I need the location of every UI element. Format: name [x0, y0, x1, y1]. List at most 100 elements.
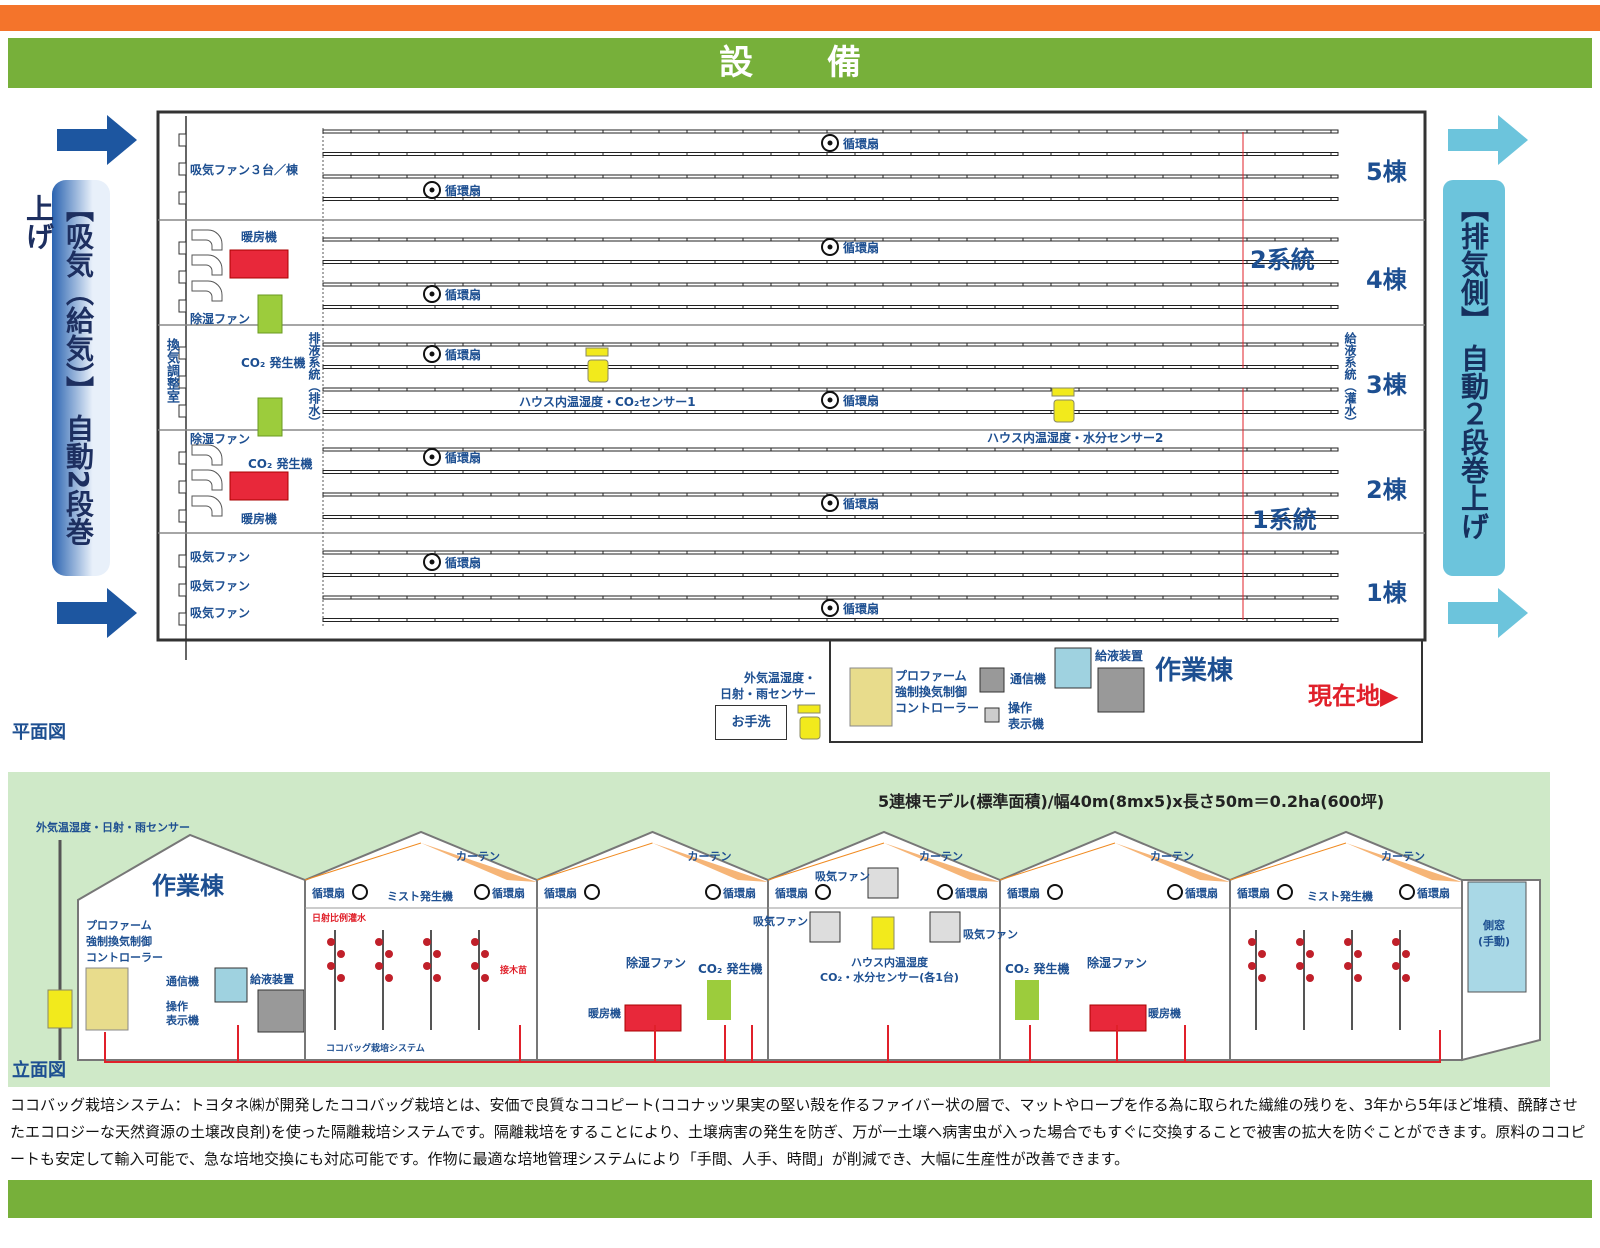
controller-icon: [85, 967, 129, 1031]
circulation-fan-icon: [937, 884, 953, 900]
tomato-icon: [481, 950, 489, 958]
bed: [322, 260, 1339, 264]
circulation-fan-icon: [827, 397, 833, 403]
tomato-icon: [375, 938, 383, 946]
drain-system-label: 排液系統（排水）: [307, 332, 321, 428]
circulation-fan-icon: [827, 140, 833, 146]
heater-icon: [1089, 1004, 1147, 1032]
controller-label: プロファーム 強制換気制御 コントローラー: [895, 669, 980, 715]
circulation-fan-icon: [429, 187, 435, 193]
co2-gen-label: CO₂ 発生機: [241, 356, 306, 370]
circulation-fan-icon: [827, 500, 833, 506]
tomato-icon: [1402, 974, 1410, 982]
dehumid-fan-icon: [191, 229, 223, 251]
sensor-icon: [871, 916, 895, 950]
tomato-icon: [1344, 962, 1352, 970]
curtain-label: カーテン: [687, 850, 732, 863]
tomato-icon: [1296, 938, 1304, 946]
bay-label: 4棟: [1366, 266, 1407, 294]
work-building-label: 作業棟: [1155, 656, 1234, 686]
dehumid-fan-icon: [191, 254, 223, 276]
bed: [322, 573, 1339, 577]
circulation-fan-label: 循環扇: [544, 887, 577, 900]
bed: [322, 595, 1339, 600]
intake-fan-icon: [178, 133, 187, 147]
tomato-icon: [1306, 950, 1314, 958]
bay-label: 5棟: [1366, 158, 1407, 186]
co2-generator-icon: [257, 397, 283, 437]
sensor-icon: [587, 359, 609, 383]
grafted-label: 接木苗: [500, 966, 528, 976]
sensor-icon: [1051, 387, 1075, 397]
comm-icon: [979, 667, 1005, 693]
tomato-icon: [385, 950, 393, 958]
dehumid-fan-label: 除湿ファン: [1087, 956, 1148, 970]
circulation-fan-label: 循環扇: [843, 602, 880, 616]
circulation-fan-icon: [827, 605, 833, 611]
intake-fan-icon: [178, 451, 187, 465]
page-title: 設 備: [8, 38, 1592, 88]
intake-fan-icon: [178, 241, 187, 255]
bed: [322, 410, 1339, 414]
tomato-icon: [375, 962, 383, 970]
circulation-fan-icon: [1047, 884, 1063, 900]
curtain-line: [999, 842, 1116, 881]
circulation-fan-icon: [429, 351, 435, 357]
mist-label: ミスト発生機: [1307, 890, 1373, 903]
curtain-shape: [652, 843, 768, 882]
curtain-shape: [421, 843, 537, 882]
sensor-icon: [797, 704, 821, 714]
bed: [322, 305, 1339, 309]
operation-label: 操作 表示機: [1008, 701, 1045, 731]
exhaust-arrow-icon: [1448, 115, 1528, 165]
sensor2-label: ハウス内温湿度・水分センサー2: [987, 431, 1164, 445]
circulation-fan-label: 循環扇: [723, 887, 756, 900]
circulation-fan-icon: [429, 454, 435, 460]
co2-generator-icon: [257, 294, 283, 334]
heater-label: 暖房機: [241, 230, 278, 244]
circulation-fan-icon: [352, 884, 368, 900]
circulation-fan-icon: [705, 884, 721, 900]
curtain-line: [536, 842, 653, 881]
bed: [322, 447, 1339, 452]
model-spec: 5連棟モデル(標準面積)/幅40m(8mx5)x長さ50m＝0.2ha(600坪…: [878, 792, 1385, 811]
irrigation-pipe: [104, 1030, 1441, 1063]
circulation-fan-icon: [1167, 884, 1183, 900]
side-window-label: 側窓 (手動): [1478, 919, 1511, 948]
tomato-icon: [1248, 962, 1256, 970]
sensor-icon: [585, 347, 609, 357]
intake-fan-icon: [178, 299, 187, 313]
sensor-icon: [799, 716, 821, 740]
intake-fan-icon: [929, 911, 961, 943]
comm-label: 通信機: [166, 975, 199, 988]
intake-fan-label: 吸気ファン: [190, 606, 251, 620]
dehumid-fan-icon: [191, 495, 223, 517]
controller-label: プロファーム 強制換気制御 コントローラー: [86, 919, 163, 964]
tomato-icon: [481, 974, 489, 982]
solar-irrigation-label: 日射比例灌水: [312, 914, 367, 924]
curtain-shape: [1115, 843, 1230, 882]
tomato-icon: [1306, 974, 1314, 982]
circulation-fan-label: 循環扇: [843, 241, 880, 255]
tomato-icon: [1354, 950, 1362, 958]
heater-icon: [229, 471, 289, 501]
curtain-shape: [1346, 843, 1462, 882]
dehumid-fan-label: 除湿ファン: [190, 432, 251, 446]
heater-label: 暖房機: [1148, 1007, 1181, 1020]
outdoor-sensor-label: 外気温湿度・ 日射・雨センサー: [720, 671, 817, 701]
caption-text: ココバッグ栽培システム：トヨタネ㈱が開発したココバッグ栽培とは、安価で良質なココ…: [10, 1096, 1586, 1168]
work-building-shape: [77, 833, 306, 1061]
circulation-fan-label: 循環扇: [843, 497, 880, 511]
co2-gen-label: CO₂ 発生機: [248, 457, 313, 471]
intake-fan-label: 吸気ファン: [190, 550, 251, 564]
current-location-marker: 現在地▶: [1308, 682, 1399, 710]
bed: [322, 174, 1339, 179]
operation-display-icon: [984, 707, 1000, 723]
bay-label: 3棟: [1366, 371, 1407, 399]
tomato-icon: [433, 974, 441, 982]
plan-view: [156, 110, 1427, 743]
operation-label: 操作 表示機: [166, 1000, 199, 1027]
top-accent-bar: [0, 5, 1600, 31]
intake-fan-icon: [178, 612, 187, 626]
intake-fan-icon: [178, 554, 187, 568]
